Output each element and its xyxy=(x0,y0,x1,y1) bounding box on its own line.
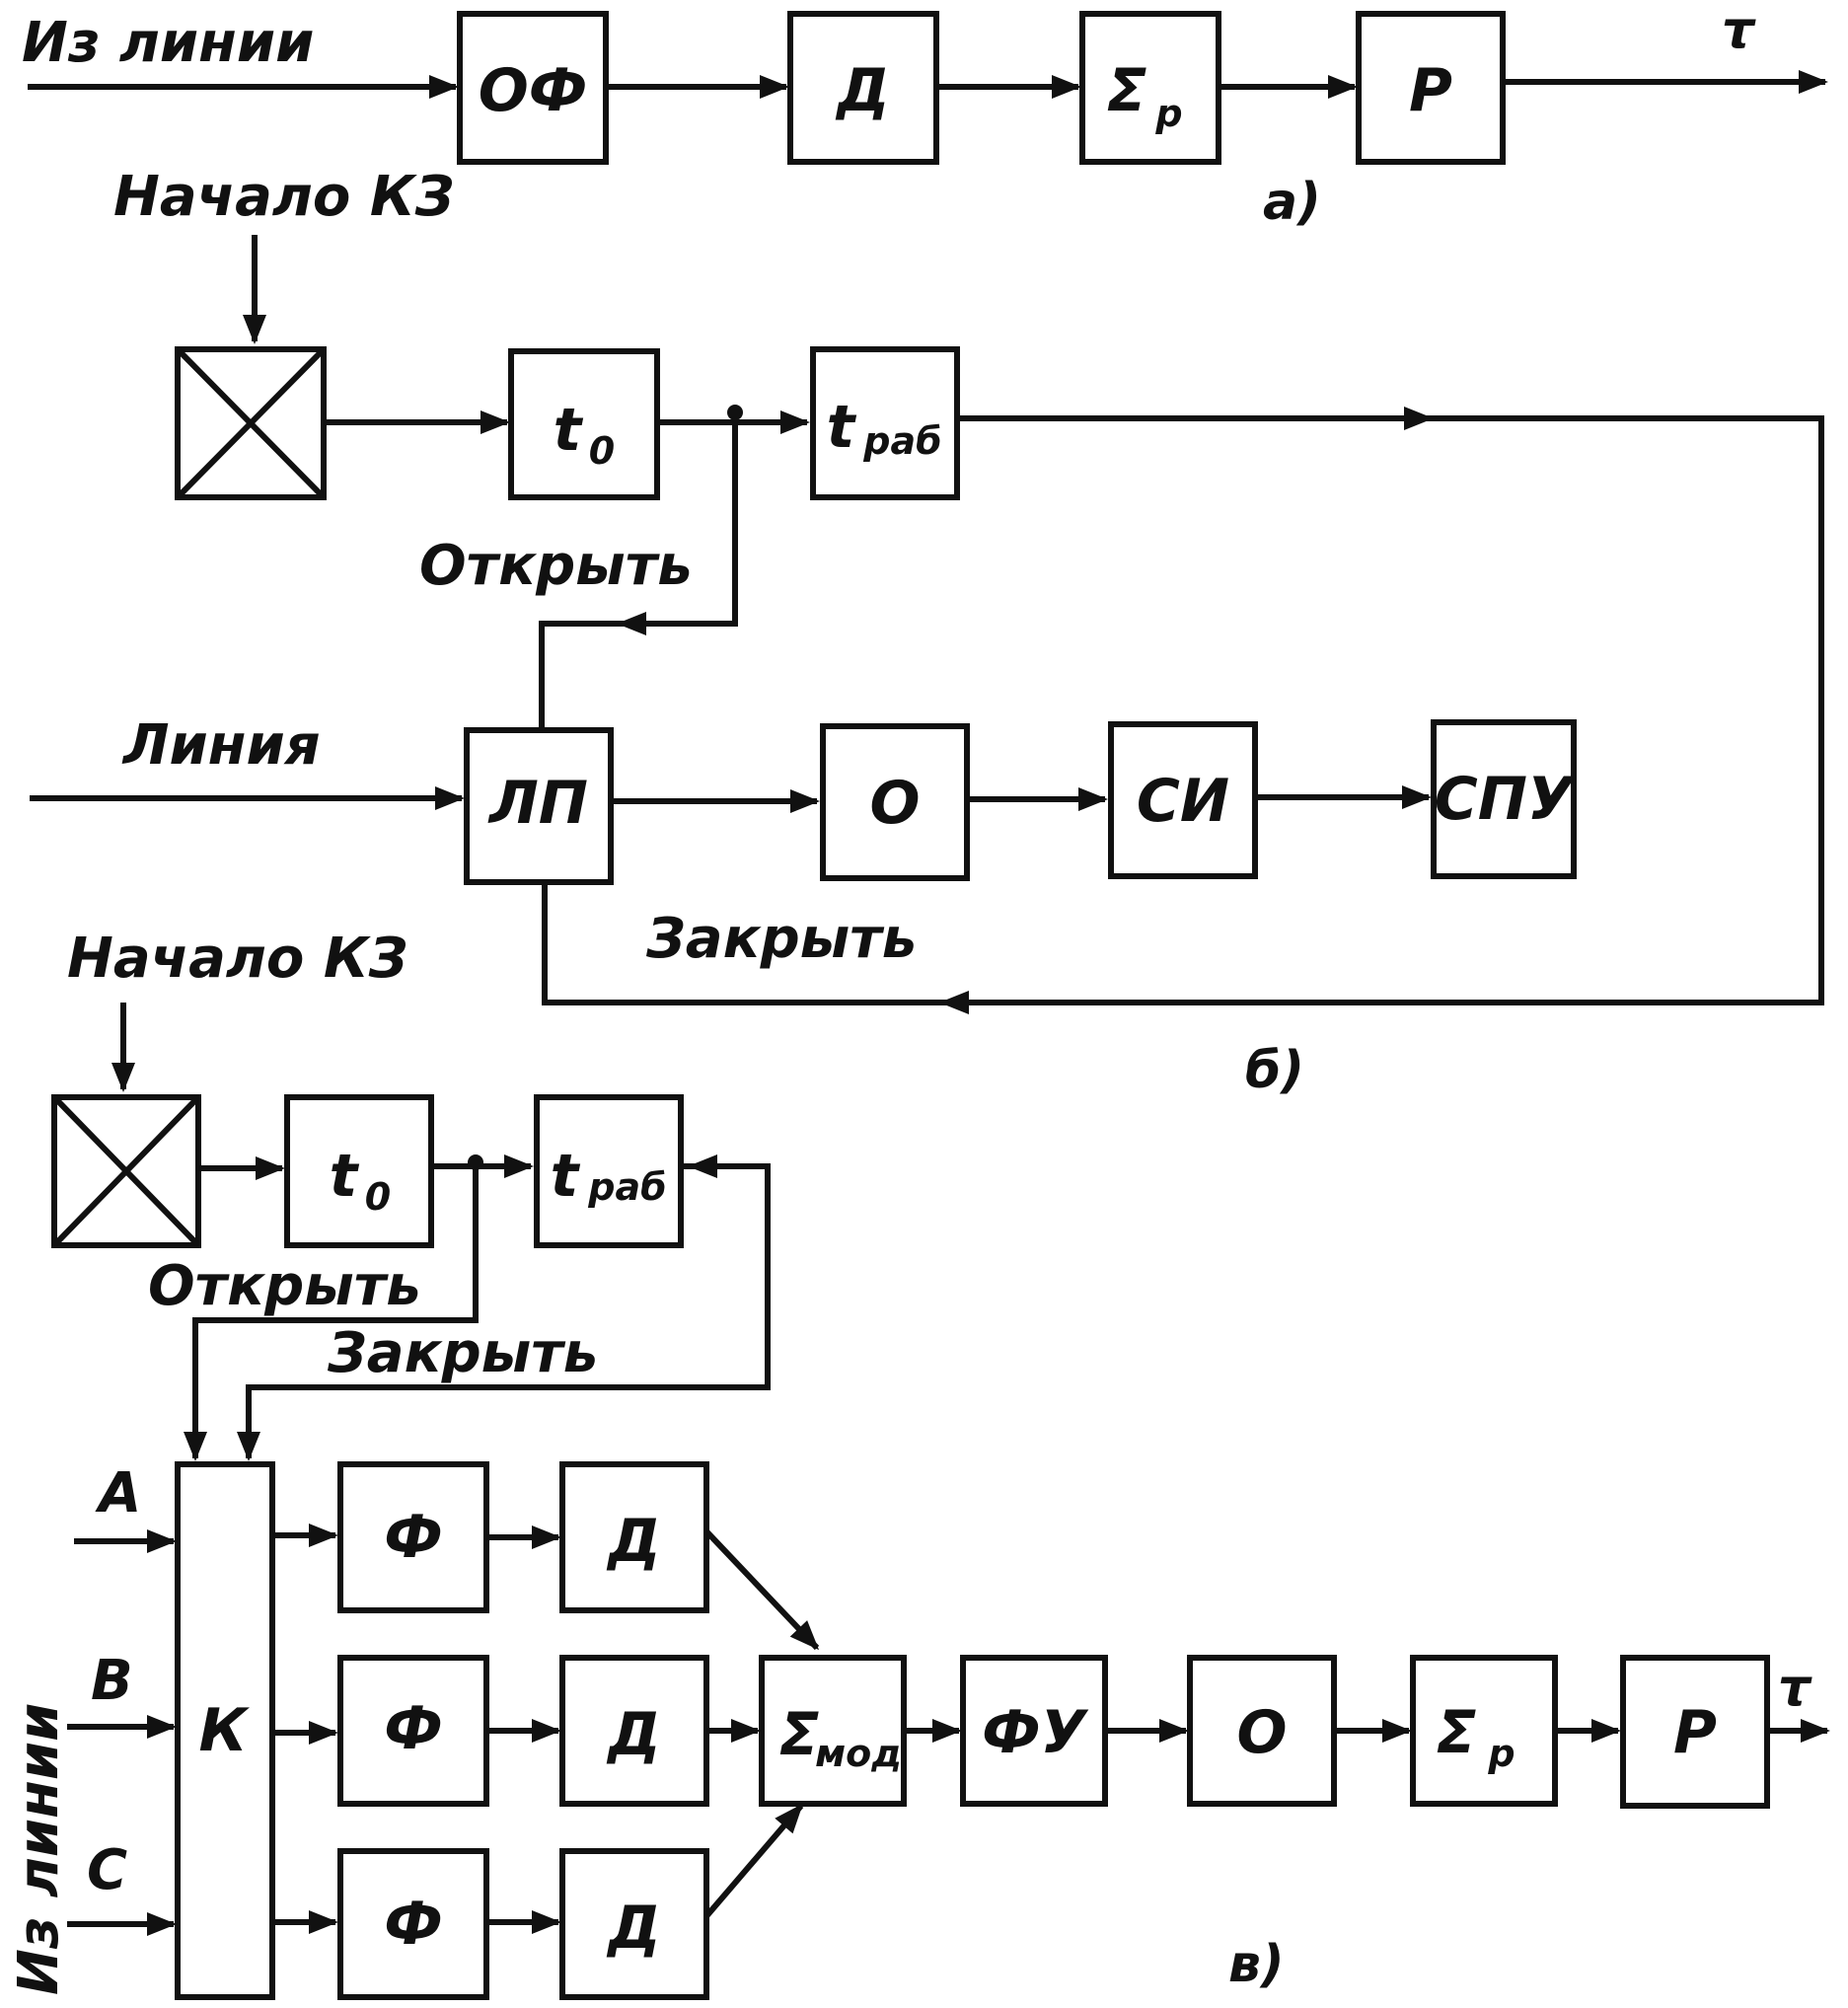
svg-text:К: К xyxy=(198,1696,250,1765)
panel-a: Из линии ОФ Д Σ р Р τ а) xyxy=(22,1,1828,232)
panel-c-filter-3: Ф xyxy=(337,1848,489,2000)
svg-text:СИ: СИ xyxy=(1137,767,1229,836)
svg-text:ЛП: ЛП xyxy=(487,769,588,838)
panel-c-output-label: τ xyxy=(1778,1659,1812,1718)
panel-b: Начало КЗ t 0 t раб Открыть Линия xyxy=(30,165,1824,1100)
panel-b-start-switch xyxy=(175,346,327,500)
panel-a-input-label: Из линии xyxy=(22,11,314,75)
panel-a-block-of: ОФ xyxy=(457,11,609,165)
svg-text:t: t xyxy=(551,1142,581,1211)
panel-c: Начало КЗ t 0 t раб Открыть Закрыть A B xyxy=(7,927,1830,2000)
panel-c-close-label: Закрыть xyxy=(327,1321,598,1385)
svg-text:Ф: Ф xyxy=(384,1503,443,1572)
panel-a-block-d: Д xyxy=(787,11,939,165)
panel-c-block-k: К xyxy=(175,1461,275,2000)
panel-c-open-label: Открыть xyxy=(148,1254,421,1318)
svg-text:Д: Д xyxy=(606,1507,660,1576)
panel-c-block-o: О xyxy=(1187,1655,1337,1807)
svg-text:Д: Д xyxy=(835,56,889,125)
panel-c-wire-d1-sum xyxy=(703,1528,820,1651)
svg-text:О: О xyxy=(1236,1698,1287,1767)
panel-c-block-sum-mod: Σ мод xyxy=(759,1655,907,1807)
panel-c-filter-1: Ф xyxy=(337,1461,489,1613)
panel-c-start-label: Начало КЗ xyxy=(67,927,407,991)
panel-a-block-sum: Σ р xyxy=(1079,11,1221,165)
panel-c-block-trab: t раб xyxy=(534,1094,684,1248)
panel-a-caption: а) xyxy=(1263,173,1321,232)
panel-b-open-arrow xyxy=(617,412,738,635)
panel-c-detector-3: Д xyxy=(559,1848,709,2000)
panel-b-close-return-wire xyxy=(939,415,1824,1014)
panel-c-start-switch xyxy=(51,1094,201,1248)
panel-c-open-wire xyxy=(184,1162,479,1461)
panel-c-wire-d3-sum xyxy=(703,1803,804,1918)
panel-b-open-label: Открыть xyxy=(419,534,693,598)
panel-c-filter-2: Ф xyxy=(337,1655,489,1807)
svg-text:0: 0 xyxy=(589,429,615,473)
svg-text:Σ: Σ xyxy=(1437,1698,1477,1767)
panel-b-block-o: О xyxy=(820,723,970,881)
panel-c-detector-1: Д xyxy=(559,1461,709,1613)
svg-text:Р: Р xyxy=(1673,1698,1717,1767)
panel-c-side-label: Из линии xyxy=(7,1703,71,1995)
panel-b-block-t0: t 0 xyxy=(508,348,660,500)
panel-c-detector-2: Д xyxy=(559,1655,709,1807)
svg-text:Σ: Σ xyxy=(779,1700,820,1769)
panel-b-block-trab: t раб xyxy=(810,346,960,500)
svg-text:Д: Д xyxy=(606,1700,660,1769)
svg-text:ОФ: ОФ xyxy=(479,56,588,125)
panel-b-close-label: Закрыть xyxy=(645,907,917,971)
svg-text:ФУ: ФУ xyxy=(982,1698,1089,1767)
panel-b-block-lp: ЛП xyxy=(464,727,614,885)
svg-text:Ф: Ф xyxy=(384,1694,443,1763)
panel-b-line-label: Линия xyxy=(121,713,321,778)
svg-text:t: t xyxy=(554,396,584,465)
svg-text:t: t xyxy=(827,393,857,462)
panel-c-block-fu: ФУ xyxy=(960,1655,1108,1807)
svg-text:Д: Д xyxy=(606,1894,660,1963)
svg-text:раб: раб xyxy=(862,419,941,463)
panel-a-output-label: τ xyxy=(1722,1,1756,60)
svg-text:Σ: Σ xyxy=(1107,56,1147,125)
svg-text:t: t xyxy=(330,1142,360,1211)
panel-c-caption: в) xyxy=(1228,1935,1285,1994)
panel-c-phase-a-label: A xyxy=(95,1461,141,1525)
panel-c-block-t0: t 0 xyxy=(284,1094,434,1248)
panel-a-block-r: Р xyxy=(1356,11,1506,165)
panel-b-caption: б) xyxy=(1245,1041,1304,1100)
panel-b-open-wire xyxy=(539,621,624,730)
panel-b-block-spu: СПУ xyxy=(1431,719,1577,879)
svg-text:раб: раб xyxy=(587,1165,666,1209)
panel-b-block-si: СИ xyxy=(1108,721,1258,879)
svg-text:О: О xyxy=(869,769,920,838)
panel-b-start-label: Начало КЗ xyxy=(113,165,454,229)
panel-c-phase-b-label: B xyxy=(91,1649,133,1713)
svg-text:СПУ: СПУ xyxy=(1435,765,1576,834)
svg-text:р: р xyxy=(1154,92,1182,135)
panel-c-close-wire xyxy=(237,1163,771,1461)
svg-text:мод: мод xyxy=(815,1732,902,1775)
svg-text:р: р xyxy=(1487,1732,1515,1775)
panel-c-phase-c-label: C xyxy=(87,1838,127,1902)
panel-b-close-wire xyxy=(542,882,947,1005)
panel-c-block-sum-p: Σ р xyxy=(1410,1655,1558,1807)
svg-text:Ф: Ф xyxy=(384,1890,443,1959)
panel-c-block-r: Р xyxy=(1620,1655,1770,1809)
svg-text:0: 0 xyxy=(365,1175,391,1219)
svg-text:Р: Р xyxy=(1409,56,1452,125)
